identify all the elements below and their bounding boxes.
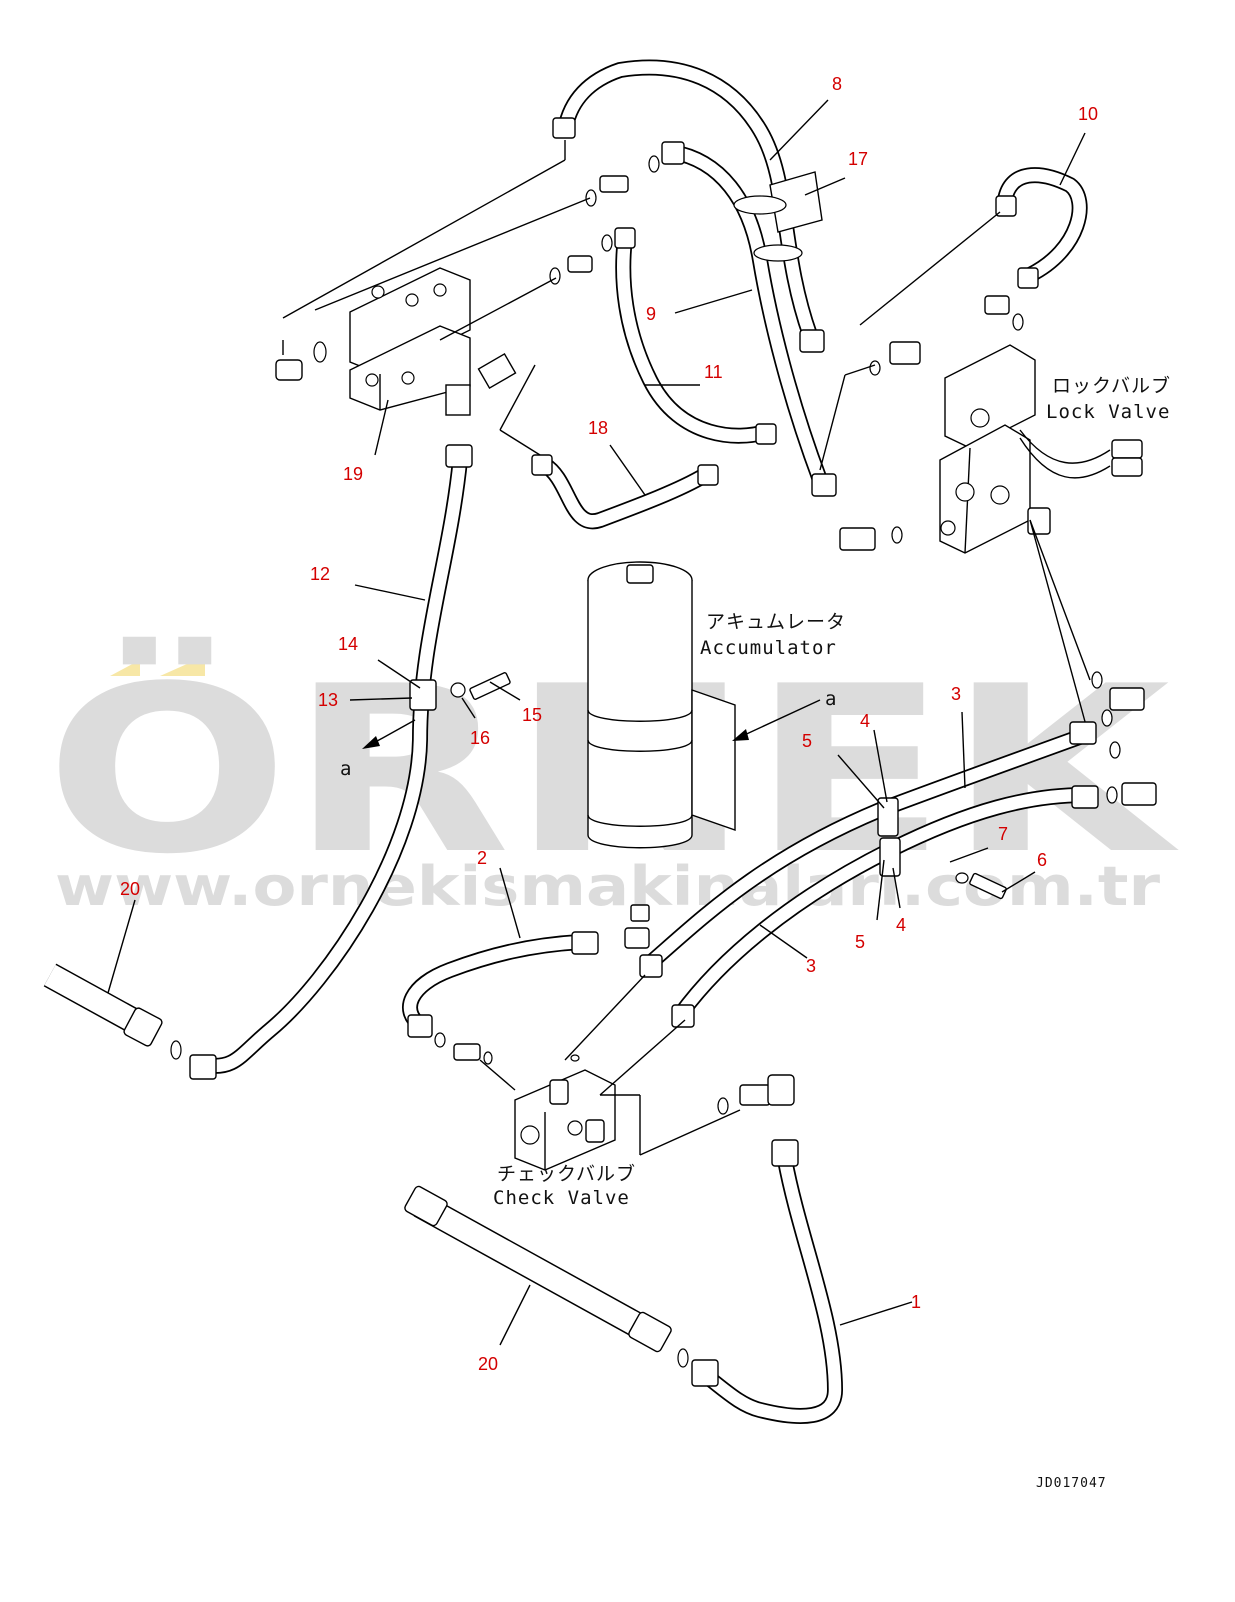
view-arrows: [362, 699, 821, 749]
drawing-code: JD017047: [1036, 1476, 1107, 1491]
callout-20-bottom: 20: [478, 1354, 498, 1374]
hose-12: [170, 444, 511, 1080]
watermark-accent-left: [110, 660, 140, 676]
callout-18: 18: [588, 418, 608, 438]
pipe-20-bottom: [404, 1185, 672, 1353]
check-valve: [479, 974, 795, 1171]
callout-10: 10: [1078, 104, 1098, 124]
callout-19: 19: [343, 464, 363, 484]
callout-17: 17: [848, 149, 868, 169]
hose-8: [282, 59, 825, 353]
callout-4-lower: 4: [896, 915, 906, 935]
valve-block-19: [275, 267, 517, 416]
accumulator: [587, 561, 736, 949]
lock-valve-jp-label: ロックバルブ: [1052, 374, 1171, 397]
arrow-head-right: [732, 729, 749, 741]
callout-7: 7: [998, 824, 1008, 844]
watermark-accent-right: [160, 656, 205, 676]
hose-9: [661, 141, 837, 497]
component-labels: ロックバルブ Lock Valve アキュムレータ Accumulator チェ…: [340, 374, 1171, 1491]
callout-8: 8: [832, 74, 842, 94]
callout-12: 12: [310, 564, 330, 584]
callout-5-upper: 5: [802, 731, 812, 751]
hose-11: [614, 227, 777, 445]
callout-15: 15: [522, 705, 542, 725]
hose-1: [677, 1139, 843, 1424]
lock-valve-en-label: Lock Valve: [1046, 401, 1170, 423]
arrow-head-left: [362, 736, 380, 749]
hose-18: [499, 364, 719, 530]
callout-13: 13: [318, 690, 338, 710]
callout-3-upper: 3: [951, 684, 961, 704]
callout-9: 9: [646, 304, 656, 324]
callout-20-left: 20: [120, 879, 140, 899]
lock-valve: [819, 295, 1143, 741]
pipe-20-left: [43, 963, 163, 1047]
leader-lines: [107, 99, 1086, 1346]
callout-16: 16: [470, 728, 490, 748]
callout-14: 14: [338, 634, 358, 654]
callout-5-lower: 5: [855, 932, 865, 952]
callout-4-upper: 4: [860, 711, 870, 731]
right-fittings: [1091, 671, 1157, 806]
callout-numbers: 8 10 17 9 11 18 19 12 14 13 15 16 3 4 5 …: [120, 74, 1098, 1374]
view-a-label-right: a: [825, 688, 837, 710]
callout-3-lower: 3: [806, 956, 816, 976]
hose-2: [402, 931, 599, 1065]
callout-6: 6: [1037, 850, 1047, 870]
accumulator-jp-label: アキュムレータ: [706, 611, 846, 633]
check-valve-jp-label: チェックバルブ: [497, 1162, 636, 1185]
view-a-label-left: a: [340, 758, 352, 780]
clamp-17: [733, 171, 823, 262]
upper-fittings: [314, 155, 660, 341]
callout-11: 11: [704, 362, 723, 382]
accumulator-en-label: Accumulator: [700, 637, 837, 659]
callout-2: 2: [477, 848, 487, 868]
hose-10: [859, 167, 1088, 326]
check-valve-en-label: Check Valve: [493, 1187, 630, 1209]
callout-1: 1: [911, 1292, 921, 1312]
